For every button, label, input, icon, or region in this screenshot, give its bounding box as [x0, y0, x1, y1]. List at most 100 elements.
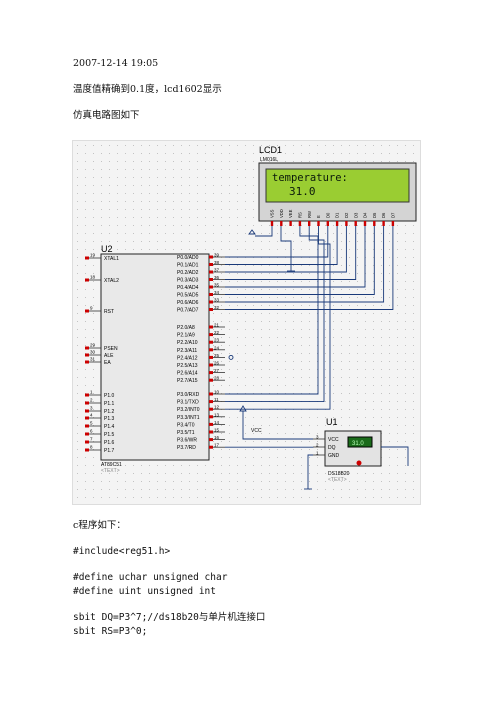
grid-dot — [229, 417, 230, 418]
grid-dot — [213, 457, 214, 458]
grid-dot — [293, 265, 294, 266]
grid-dot — [77, 305, 78, 306]
grid-dot — [381, 145, 382, 146]
grid-dot — [229, 473, 230, 474]
grid-dot — [173, 145, 174, 146]
grid-dot — [373, 321, 374, 322]
grid-dot — [357, 417, 358, 418]
grid-dot — [221, 217, 222, 218]
grid-dot — [101, 209, 102, 210]
grid-dot — [405, 417, 406, 418]
grid-dot — [357, 257, 358, 258]
grid-dot — [413, 489, 414, 490]
grid-dot — [309, 241, 310, 242]
grid-dot — [357, 337, 358, 338]
grid-dot — [85, 217, 86, 218]
grid-dot — [229, 217, 230, 218]
code-line: #define uint unsigned int — [73, 586, 216, 597]
grid-dot — [173, 225, 174, 226]
grid-dot — [165, 217, 166, 218]
sensor-pin-number: 1 — [316, 451, 319, 456]
grid-dot — [277, 377, 278, 378]
grid-dot — [77, 169, 78, 170]
grid-dot — [125, 481, 126, 482]
grid-dot — [261, 393, 262, 394]
grid-dot — [253, 161, 254, 162]
grid-dot — [285, 273, 286, 274]
grid-dot — [125, 465, 126, 466]
grid-dot — [349, 473, 350, 474]
grid-dot — [85, 401, 86, 402]
grid-dot — [413, 361, 414, 362]
grid-dot — [413, 393, 414, 394]
grid-dot — [405, 305, 406, 306]
grid-dot — [405, 281, 406, 282]
grid-dot — [245, 225, 246, 226]
grid-dot — [149, 217, 150, 218]
grid-dot — [77, 497, 78, 498]
grid-dot — [405, 145, 406, 146]
grid-dot — [245, 161, 246, 162]
grid-dot — [213, 297, 214, 298]
grid-dot — [301, 361, 302, 362]
grid-dot — [405, 161, 406, 162]
grid-dot — [205, 465, 206, 466]
grid-dot — [317, 497, 318, 498]
grid-dot — [317, 385, 318, 386]
grid-dot — [293, 345, 294, 346]
grid-dot — [85, 265, 86, 266]
grid-dot — [253, 193, 254, 194]
lcd-pin — [308, 221, 311, 226]
grid-dot — [109, 473, 110, 474]
grid-dot — [85, 145, 86, 146]
grid-dot — [269, 329, 270, 330]
grid-dot — [229, 353, 230, 354]
grid-dot — [357, 153, 358, 154]
grid-dot — [349, 145, 350, 146]
grid-dot — [261, 441, 262, 442]
grid-dot — [349, 425, 350, 426]
grid-dot — [349, 385, 350, 386]
mcu-text-tag: <TEXT> — [101, 468, 120, 474]
grid-dot — [261, 265, 262, 266]
grid-dot — [293, 353, 294, 354]
grid-dot — [229, 425, 230, 426]
grid-dot — [397, 385, 398, 386]
grid-dot — [173, 153, 174, 154]
grid-dot — [189, 201, 190, 202]
grid-dot — [205, 145, 206, 146]
grid-dot — [341, 241, 342, 242]
grid-dot — [397, 305, 398, 306]
grid-dot — [213, 353, 214, 354]
grid-dot — [165, 225, 166, 226]
lcd-pin-label: D6 — [381, 212, 386, 218]
grid-dot — [405, 265, 406, 266]
grid-dot — [133, 201, 134, 202]
grid-dot — [317, 145, 318, 146]
wire-data-bus — [225, 226, 329, 258]
grid-dot — [285, 257, 286, 258]
grid-dot — [413, 345, 414, 346]
grid-dot — [125, 145, 126, 146]
grid-dot — [117, 481, 118, 482]
grid-dot — [277, 281, 278, 282]
grid-dot — [77, 313, 78, 314]
grid-dot — [77, 337, 78, 338]
grid-dot — [141, 209, 142, 210]
grid-dot — [277, 425, 278, 426]
mcu-pin-stub — [209, 300, 213, 304]
grid-dot — [357, 425, 358, 426]
mcu-pin-name: P3.6/WR — [177, 438, 197, 444]
grid-dot — [197, 225, 198, 226]
grid-dot — [85, 297, 86, 298]
grid-dot — [93, 481, 94, 482]
grid-dot — [213, 289, 214, 290]
mcu-pin-number: 1 — [90, 390, 93, 395]
grid-dot — [373, 409, 374, 410]
grid-dot — [221, 321, 222, 322]
grid-dot — [309, 281, 310, 282]
grid-dot — [293, 393, 294, 394]
grid-dot — [373, 401, 374, 402]
grid-dot — [301, 233, 302, 234]
grid-dot — [141, 241, 142, 242]
